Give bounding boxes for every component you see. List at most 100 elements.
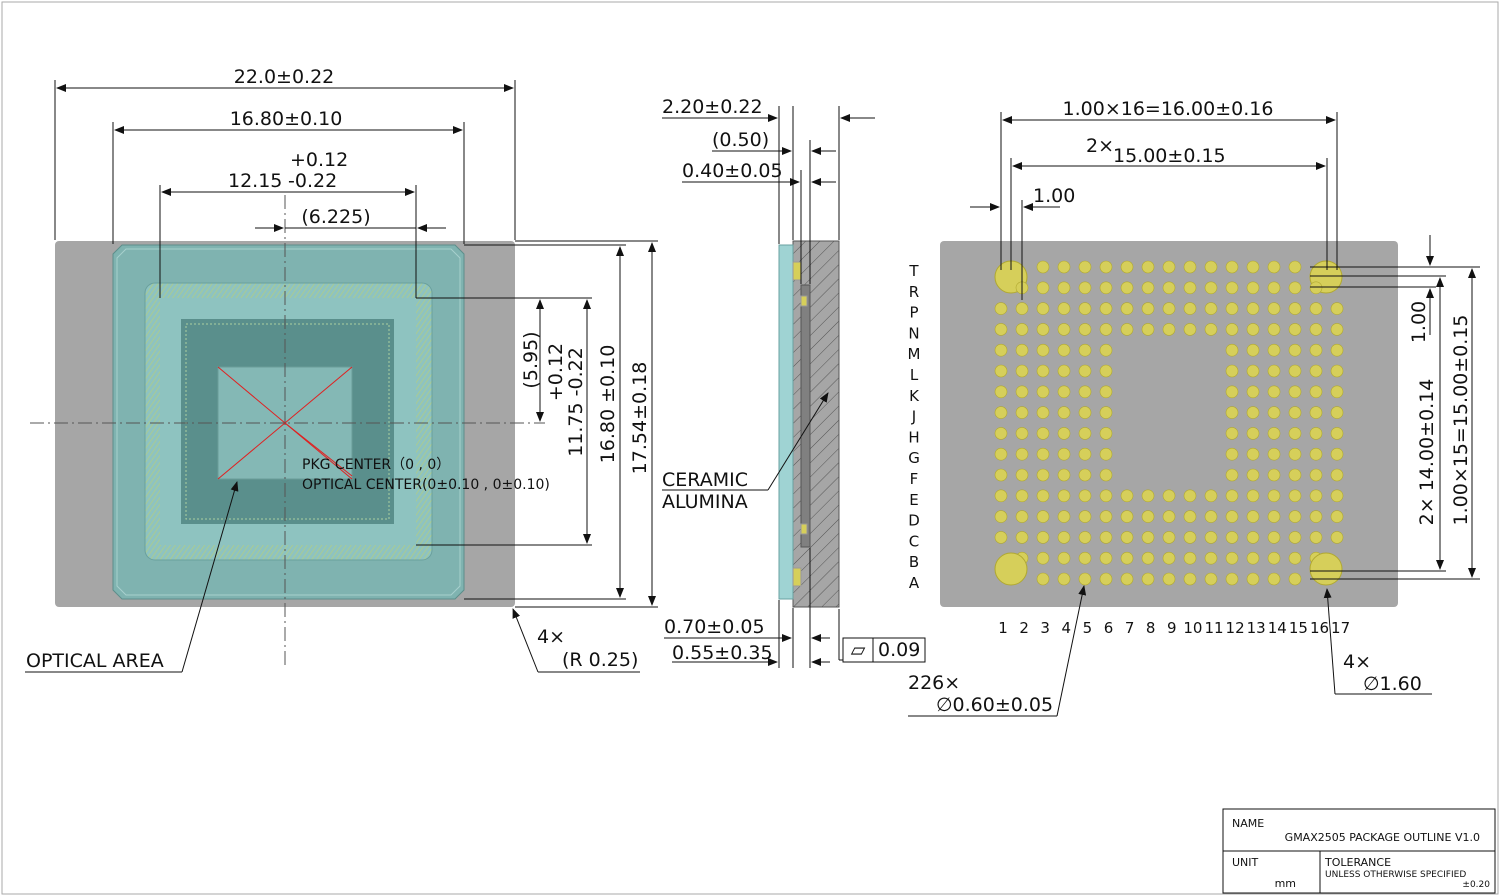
solder-ball — [1120, 489, 1134, 503]
solder-ball — [1057, 364, 1071, 378]
column-label: 2 — [1019, 619, 1029, 637]
solder-ball — [1225, 343, 1239, 357]
solder-ball — [1162, 531, 1176, 544]
solder-ball — [1330, 343, 1344, 357]
solder-ball — [1036, 323, 1050, 336]
solder-ball — [1183, 489, 1197, 503]
solder-ball — [1036, 510, 1050, 523]
solder-ball — [1246, 406, 1260, 419]
column-label: 14 — [1268, 619, 1287, 637]
solder-ball — [1099, 323, 1113, 336]
top-view: 22.0±0.22 16.80±0.10 +0.12 12.15 -0.22 (… — [25, 66, 658, 673]
solder-ball — [1078, 510, 1092, 523]
solder-ball — [1036, 427, 1050, 440]
solder-ball — [994, 406, 1008, 419]
solder-ball — [1225, 531, 1239, 544]
solder-ball — [1309, 323, 1323, 336]
solder-ball — [1141, 260, 1155, 274]
solder-ball — [1078, 489, 1092, 503]
column-label: 7 — [1125, 619, 1135, 637]
tolerance-label: TOLERANCE — [1324, 856, 1391, 869]
dim-width-die-tol-plus: +0.12 — [290, 149, 348, 171]
solder-ball — [1120, 531, 1134, 544]
solder-ball — [1078, 302, 1092, 315]
solder-ball — [1057, 572, 1071, 586]
pad-top — [800, 295, 808, 307]
solder-ball — [1204, 531, 1218, 544]
solder-ball — [1183, 302, 1197, 315]
row-label: L — [910, 366, 919, 384]
solder-ball — [994, 531, 1008, 544]
big-pad — [1309, 552, 1343, 586]
material-line2: ALUMINA — [662, 491, 748, 513]
solder-ball — [1036, 489, 1050, 503]
solder-ball — [1183, 531, 1197, 544]
unit-value: mm — [1275, 877, 1296, 890]
solder-ball — [1267, 323, 1281, 336]
solder-ball — [1225, 406, 1239, 419]
solder-ball — [1225, 302, 1239, 315]
solder-ball — [1099, 468, 1113, 482]
column-label: 6 — [1104, 619, 1114, 637]
solder-ball — [1288, 572, 1302, 586]
solder-ball — [1288, 281, 1302, 295]
solder-ball — [1099, 343, 1113, 357]
solder-ball — [1162, 551, 1176, 565]
solder-ball — [1057, 385, 1071, 399]
glass-lid — [778, 244, 794, 600]
ceramic-section — [792, 240, 840, 608]
solder-ball — [1099, 406, 1113, 419]
solder-ball — [1141, 572, 1155, 586]
solder-ball — [1309, 406, 1323, 419]
solder-ball — [1015, 343, 1029, 357]
solder-ball — [1120, 281, 1134, 295]
solder-ball — [1204, 323, 1218, 336]
dim-height-lid: 16.80 ±0.10 — [597, 345, 619, 464]
solder-ball — [1078, 323, 1092, 336]
solder-ball — [1309, 489, 1323, 503]
tolerance-note: UNLESS OTHERWISE SPECIFIED — [1325, 870, 1466, 880]
row-label: P — [909, 304, 918, 322]
solder-ball — [1309, 364, 1323, 378]
solder-ball — [1225, 385, 1239, 399]
solder-ball — [1057, 302, 1071, 315]
dim-height-total: 17.54±0.18 — [629, 362, 651, 475]
seal-top — [792, 261, 802, 281]
solder-ball — [1120, 551, 1134, 565]
column-label: 17 — [1331, 619, 1350, 637]
solder-ball — [1288, 302, 1302, 315]
dim-width-die-tol-minus: -0.22 — [288, 170, 337, 192]
solder-ball — [1330, 406, 1344, 419]
solder-ball — [994, 427, 1008, 440]
solder-ball — [1183, 281, 1197, 295]
dim-pitch-total-y: 1.00×15=15.00±0.15 — [1450, 315, 1472, 526]
solder-ball — [1162, 572, 1176, 586]
dim-height-die: 11.75 -0.22 — [565, 347, 587, 457]
solder-ball — [1120, 323, 1134, 336]
solder-ball — [1078, 406, 1092, 419]
solder-ball — [1057, 281, 1071, 295]
solder-ball — [1015, 427, 1029, 440]
solder-ball — [994, 323, 1008, 336]
column-label: 9 — [1167, 619, 1177, 637]
dim-big-pad-count-x: 2× — [1086, 135, 1114, 157]
solder-ball — [1330, 427, 1344, 440]
solder-ball — [1267, 551, 1281, 565]
column-label: 15 — [1289, 619, 1308, 637]
pad-bottom — [800, 523, 808, 535]
solder-ball — [994, 302, 1008, 315]
solder-ball — [1225, 551, 1239, 565]
solder-ball — [1330, 531, 1344, 544]
solder-ball — [1288, 364, 1302, 378]
solder-ball — [1057, 427, 1071, 440]
solder-ball — [1099, 510, 1113, 523]
solder-ball — [1309, 385, 1323, 399]
solder-ball — [1288, 323, 1302, 336]
row-label: B — [909, 553, 919, 571]
solder-ball — [1015, 364, 1029, 378]
flatness-value: 0.09 — [878, 639, 920, 661]
dim-glass: 0.40±0.05 — [682, 160, 783, 182]
solder-ball — [1267, 260, 1281, 274]
solder-ball — [1246, 510, 1260, 523]
